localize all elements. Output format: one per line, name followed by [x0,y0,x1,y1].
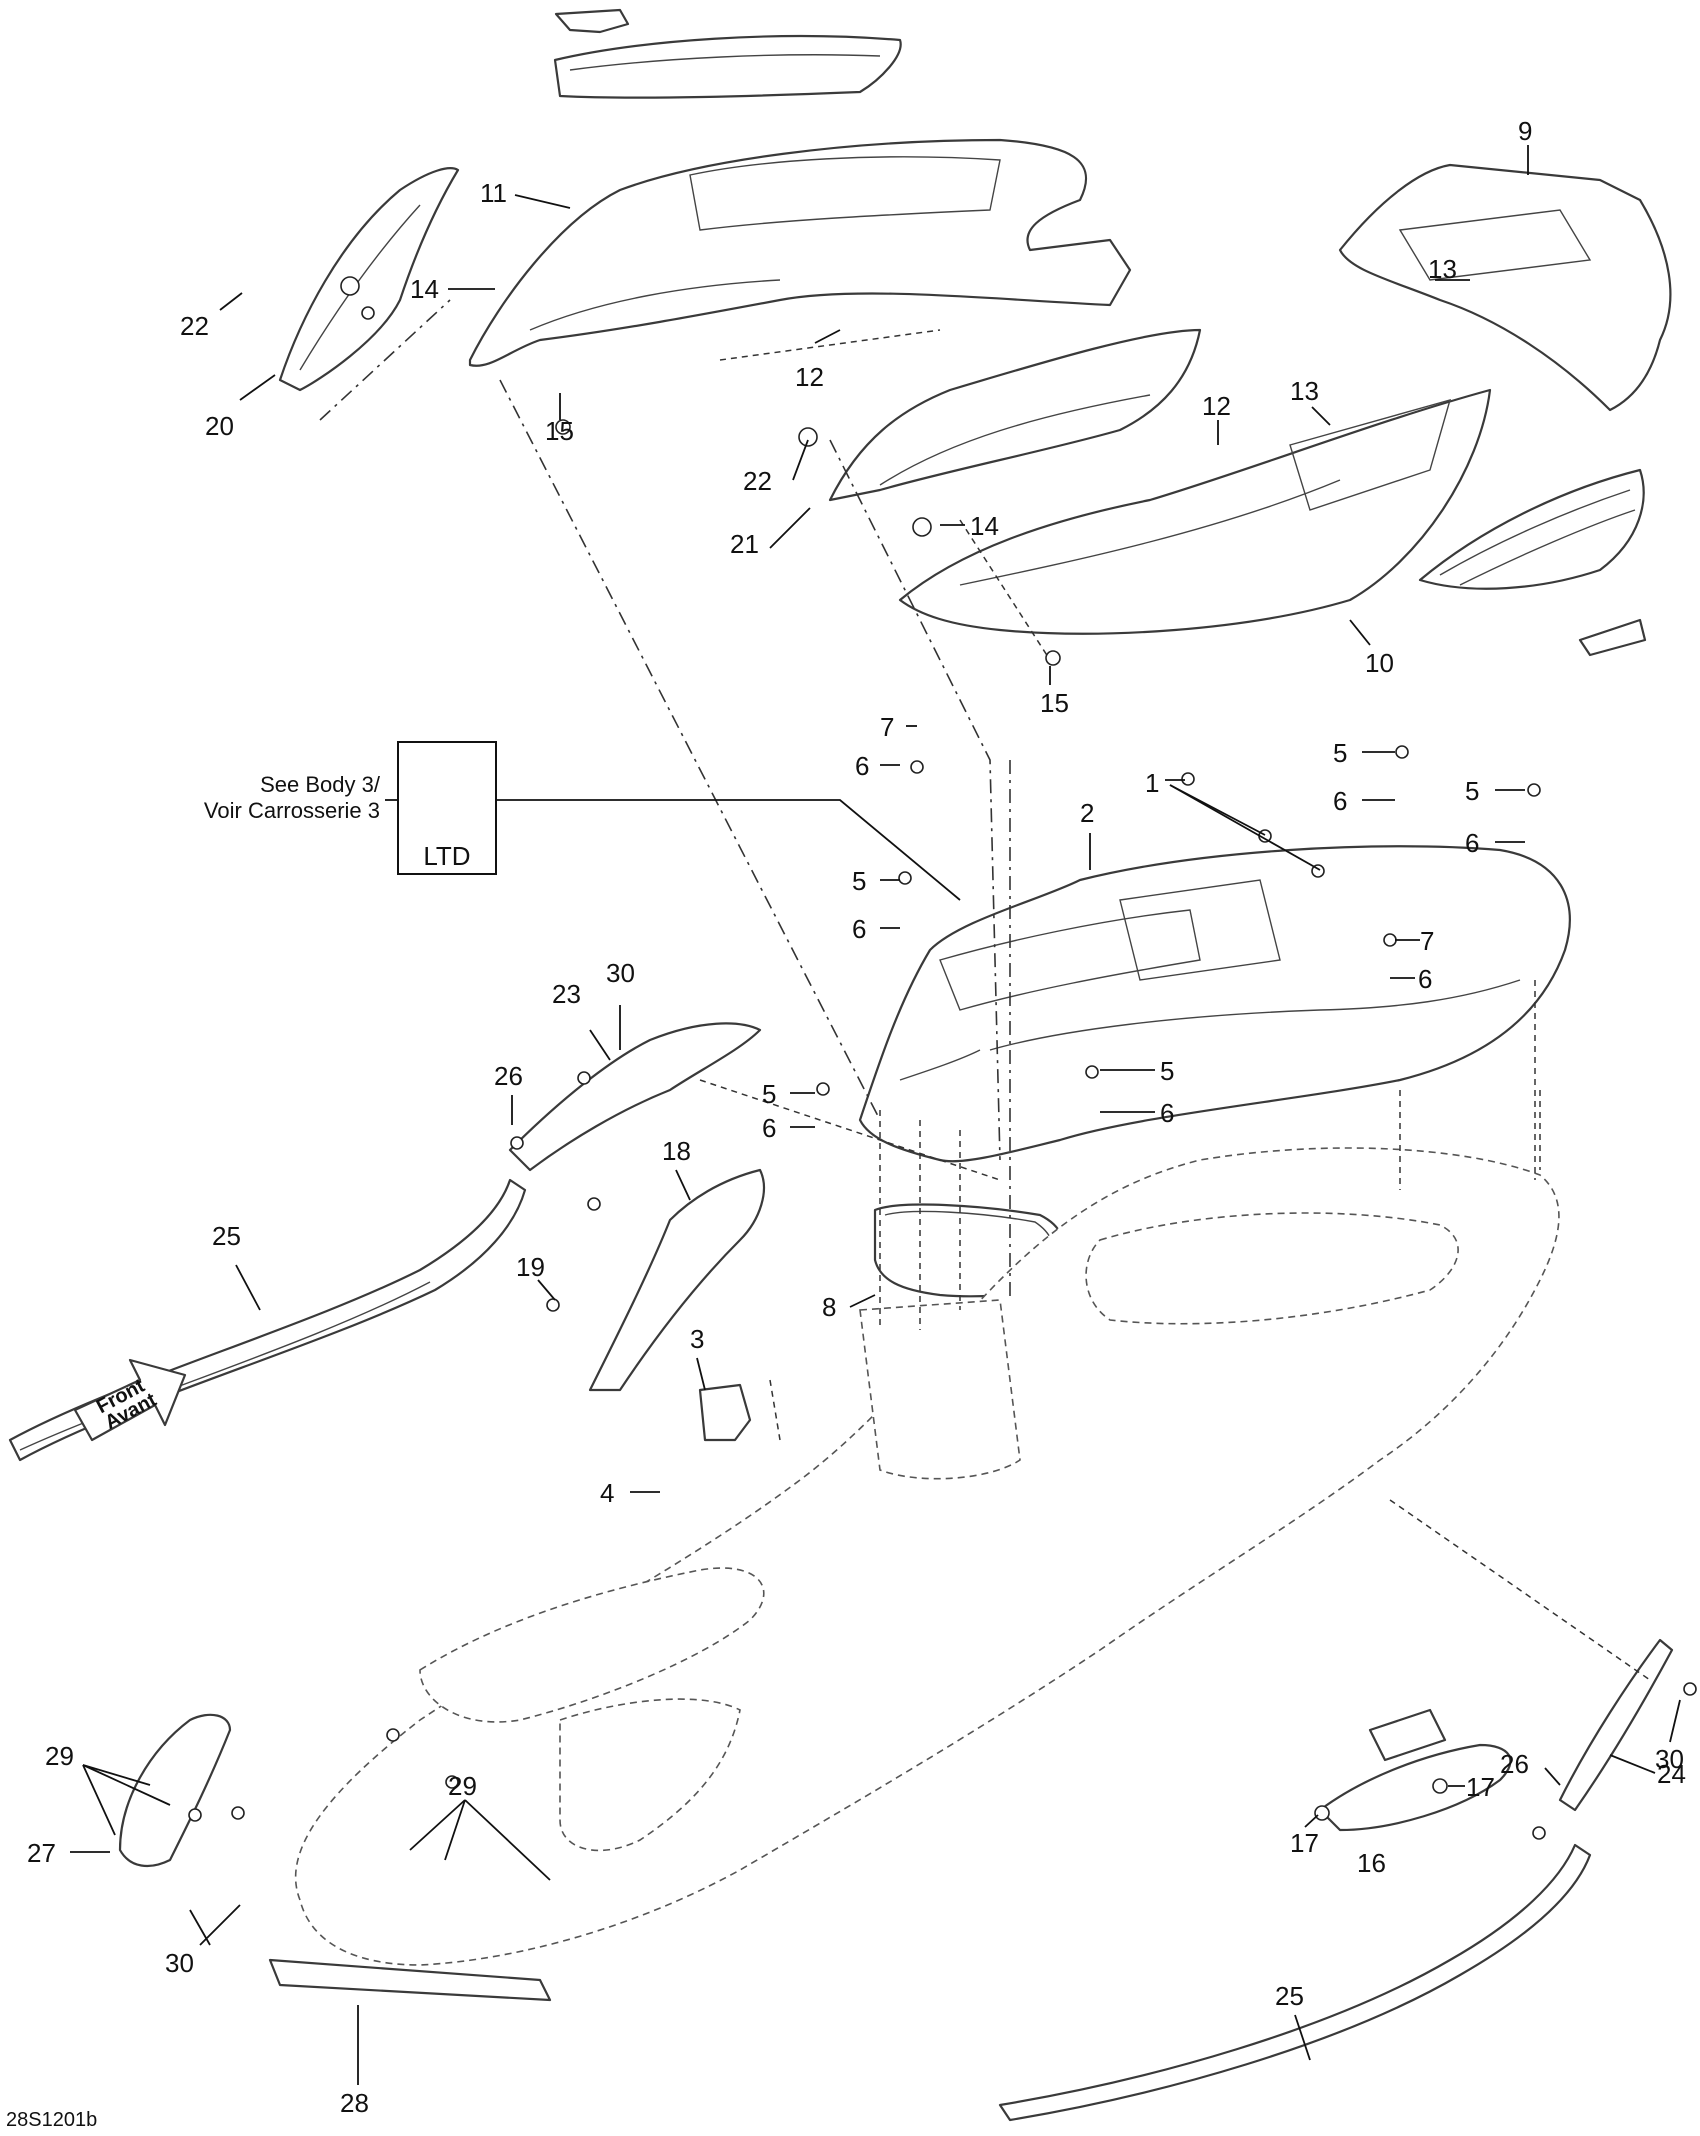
callout-28: 28 [340,2088,369,2118]
callout-11: 11 [480,178,507,208]
reference-text-line2: Voir Carrosserie 3 [204,798,380,823]
callout-5-center: 5 [1160,1056,1174,1086]
callout-20: 20 [205,411,234,441]
inner-deck-frame-part-2 [858,845,1571,1163]
footwell-tower-part [859,1299,1021,1480]
callout-6-right-mid: 6 [1418,964,1432,994]
callout-3: 3 [690,1324,704,1354]
callout-30-left: 30 [606,958,635,988]
callout-30-low: 30 [165,1948,194,1978]
callout-14-mid: 14 [970,511,999,541]
callout-6-right: 6 [1465,828,1479,858]
callout-7-right: 7 [1420,926,1434,956]
diagram-code: 28S1201b [6,2109,97,2131]
rear-left-corner-part-27 [118,1713,232,1868]
callout-26-right: 26 [1500,1749,1529,1779]
upper-cover-panel-part-21 [828,328,1202,502]
callout-25-right: 25 [1275,1981,1304,2011]
callout-23: 23 [552,979,581,1009]
top-lid-part [553,34,902,99]
side-vent-panel-part-18 [588,1168,765,1392]
callout-25-left: 25 [212,1221,241,1251]
callout-24: 24 [1657,1759,1686,1789]
callout-6-low: 6 [762,1113,776,1143]
right-rub-rail-part-25 [998,1843,1592,2122]
bracket-part-3 [698,1383,752,1442]
left-trim-part-23 [508,1022,762,1172]
left-side-panel-part-20 [278,167,460,392]
callout-6-top-right: 6 [1333,786,1347,816]
front-direction-arrow [73,1358,187,1442]
callout-5-left: 5 [852,866,866,896]
reference-text-line1: See Body 3/ [260,772,381,797]
right-side-panel-part-16 [1318,1743,1512,1832]
reference-box [397,741,497,875]
callout-15-mid: 15 [1040,688,1069,718]
callout-5-right: 5 [1465,776,1479,806]
callout-29-center: 29 [448,1771,477,1801]
callout-5-low: 5 [762,1079,776,1109]
callout-29-left: 29 [45,1741,74,1771]
callout-26-left: 26 [494,1061,523,1091]
right-trim-part-24 [1558,1638,1674,1812]
callout-15-top: 15 [545,416,574,446]
callout-16: 16 [1357,1848,1386,1878]
callout-7-top: 7 [880,712,894,742]
right-vent-part [1368,1708,1447,1762]
grille-mesh-part [1418,468,1645,590]
callout-1: 1 [1145,768,1159,798]
front-nose-part-10 [898,388,1492,635]
callout-4: 4 [600,1478,614,1508]
callout-10: 10 [1365,648,1394,678]
rear-step-part-28 [268,1958,552,2002]
callout-12-top: 12 [795,362,824,392]
callout-8: 8 [822,1292,836,1322]
callout-13-mid: 13 [1290,376,1319,406]
reference-badge-ltd: LTD [423,841,470,871]
upper-deck-cover-part-11 [468,138,1132,367]
callout-6-left: 6 [852,914,866,944]
callout-19: 19 [516,1252,545,1282]
callout-6-center: 6 [1160,1098,1174,1128]
callout-14-top: 14 [410,274,439,304]
top-bracket-part [554,8,630,34]
callout-5-top-right: 5 [1333,738,1347,768]
callout-17-right: 17 [1466,1772,1495,1802]
callout-17-low: 17 [1290,1828,1319,1858]
callout-12-right: 12 [1202,391,1231,421]
callout-21: 21 [730,529,759,559]
callout-2: 2 [1080,798,1094,828]
grille-bracket-part [1578,618,1647,657]
callout-6-top: 6 [855,751,869,781]
callout-9: 9 [1518,116,1532,146]
callout-18: 18 [662,1136,691,1166]
rear-storage-bin-part-9 [1338,163,1672,412]
callout-22-left: 22 [180,311,209,341]
callout-13-right: 13 [1428,254,1457,284]
callout-30-right: 30 [1655,1744,1684,1774]
callout-22-mid: 22 [743,466,772,496]
callout-27: 27 [27,1838,56,1868]
